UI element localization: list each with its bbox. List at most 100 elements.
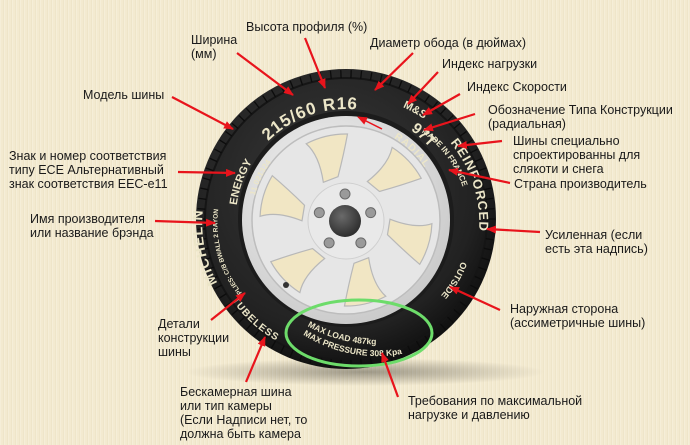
label-profile-height: Высота профиля (%) [246,20,368,34]
arrow-construction-type [423,112,476,132]
arrow-ece-mark [177,168,236,177]
lug-nut [313,207,325,219]
label-brand: Имя производителя или название брэнда [30,212,154,240]
rim-window [259,174,306,222]
arrow-rim-diameter-inner [357,116,383,130]
tread-tick [439,323,447,331]
rim-window [269,247,326,294]
label-speed-index: Индекс Скорости [467,80,567,94]
arrow-outside [449,286,501,311]
tread-tick [398,80,403,89]
tread-tick [270,340,277,349]
arrow-country [448,167,511,185]
tread-tick [289,349,294,358]
label-model: Модель шины [83,88,165,102]
tread-tick [253,101,260,109]
tread-tick [486,207,495,210]
callout-arrows [154,37,541,398]
tread-tick [470,284,478,290]
tread-tick [205,167,214,172]
label-ece-mark: Знак и номер соответствия типу ECE Альте… [9,149,168,191]
tread-tick [485,197,494,201]
tread-tick [231,309,239,316]
label-mud-snow: Шины специально спроектированны для сляк… [513,134,641,176]
arrow-rim-diameter [374,52,414,91]
tread-tick [369,72,373,81]
valve-stem [283,282,289,288]
tread-tick [225,301,233,308]
tread-tick [483,187,492,191]
tread-tick [225,130,233,137]
arrow-reinforced [486,225,541,234]
tread-tick [459,130,467,137]
tread-tick [474,275,483,281]
tread-tick [398,349,403,358]
tread-tick [238,316,246,323]
rim-window [305,133,349,184]
label-rim-diameter: Диаметр обода (в дюймах) [370,36,527,50]
tire-shadow [185,358,545,386]
tread-tick [485,237,494,241]
hub-cap [329,205,361,237]
arrow-brand [154,218,216,227]
max-load-highlight-ellipse [284,298,434,368]
lug-nut [323,237,335,249]
tread-tick [432,329,439,337]
arrow-load-index [407,71,439,105]
tread-tick [453,122,461,129]
tread-tick [198,197,207,201]
tread-tick [446,115,454,122]
tread-tick [459,301,467,308]
tread-tick [329,70,332,79]
arrow-construction-details [210,292,246,321]
tread-tick [360,70,363,79]
label-width: Ширина (мм) [191,33,238,61]
rim-windows [259,133,433,307]
lug-nut [355,237,367,249]
label-construction-type: Обозначение Типа Конструкции (радиальная… [488,103,673,131]
tread-tick [202,257,211,261]
tread-tick [197,228,206,231]
tread-tick [214,148,222,154]
tread-tick [481,257,490,261]
tread-tick [245,323,253,331]
label-max-load-pressure: Требования по максимальной нагрузке и да… [408,394,583,422]
arrow-width [236,52,294,96]
tread-tick [483,247,492,251]
lug-nuts [313,188,377,249]
tread-tick [245,107,253,115]
label-construction-details: Детали конструкции шины [158,317,230,359]
tread-tick [209,275,218,281]
rim-window [343,256,387,307]
tread-tick [309,74,313,83]
label-outside: Наружная сторона (ассиметричные шины) [510,302,646,330]
tread-tick [470,148,478,154]
tread-tick [198,237,207,241]
tread-tick [432,101,439,109]
arrow-mud-snow [457,139,503,149]
tread-tick [280,345,285,354]
label-country: Страна производитель [514,177,647,191]
tread-tick [200,187,209,191]
tread-tick [474,157,483,163]
arrow-speed-index [422,93,461,116]
arrow-tubeless [244,336,267,383]
tread-ticks [197,70,495,368]
wheel-rim [242,116,450,324]
tread-tick [478,167,487,172]
tread-tick [262,95,268,103]
label-load-index: Индекс нагрузки [442,57,538,71]
tread-tick [197,207,206,210]
tread-tick [478,266,487,271]
lug-nut [365,207,377,219]
rim-window [386,218,433,266]
tread-tick [446,316,454,323]
tread-tick [270,89,277,98]
tread-tick [238,115,246,122]
arrow-model [171,96,234,130]
label-tubeless: Бескамерная шина или тип камеры (Если На… [180,385,308,441]
tread-tick [388,352,393,361]
label-reinforced: Усиленная (если есть эта надпись) [545,228,648,256]
tread-tick [219,293,227,299]
